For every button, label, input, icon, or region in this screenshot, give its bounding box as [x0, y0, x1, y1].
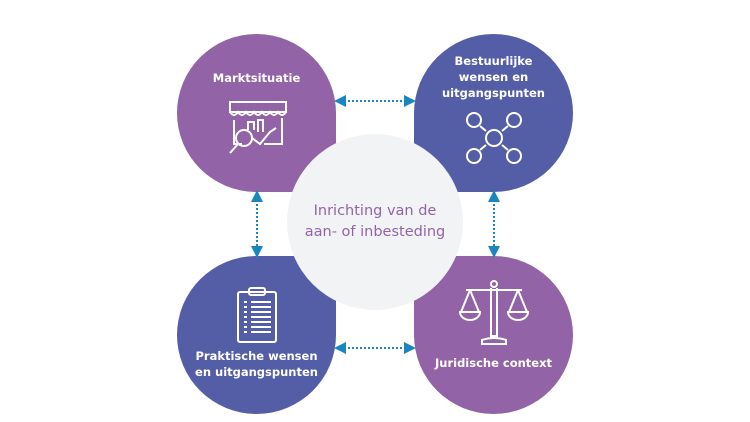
market-stall-analysis-icon — [228, 101, 287, 154]
center-circle: Inrichting van de aan- of inbesteding — [287, 134, 463, 310]
node-label-line2: wensen en — [458, 70, 529, 84]
scales-of-justice-icon — [458, 280, 529, 345]
node-bestuurlijke-wensen: Bestuurlijke wensen en uitgangspunten — [414, 34, 573, 192]
clipboard-checklist-icon — [236, 287, 277, 343]
node-label-line1: Praktische wensen — [195, 349, 318, 363]
node-marktsituatie: Marktsituatie — [177, 34, 336, 192]
people-network-icon — [465, 112, 522, 164]
node-juridische-context: Juridische context — [414, 256, 573, 414]
node-label-line1: Bestuurlijke — [454, 54, 533, 68]
center-line1: Inrichting van de — [313, 203, 437, 219]
node-label-line3: uitgangspunten — [442, 86, 545, 100]
node-praktische-wensen: Praktische wensen en uitgangspunten — [177, 256, 336, 414]
center-line2: aan- of inbesteding — [304, 224, 446, 240]
node-label: Marktsituatie — [212, 71, 301, 85]
node-label: Juridische context — [434, 356, 553, 370]
node-label-line2: en uitgangspunten — [195, 365, 318, 379]
